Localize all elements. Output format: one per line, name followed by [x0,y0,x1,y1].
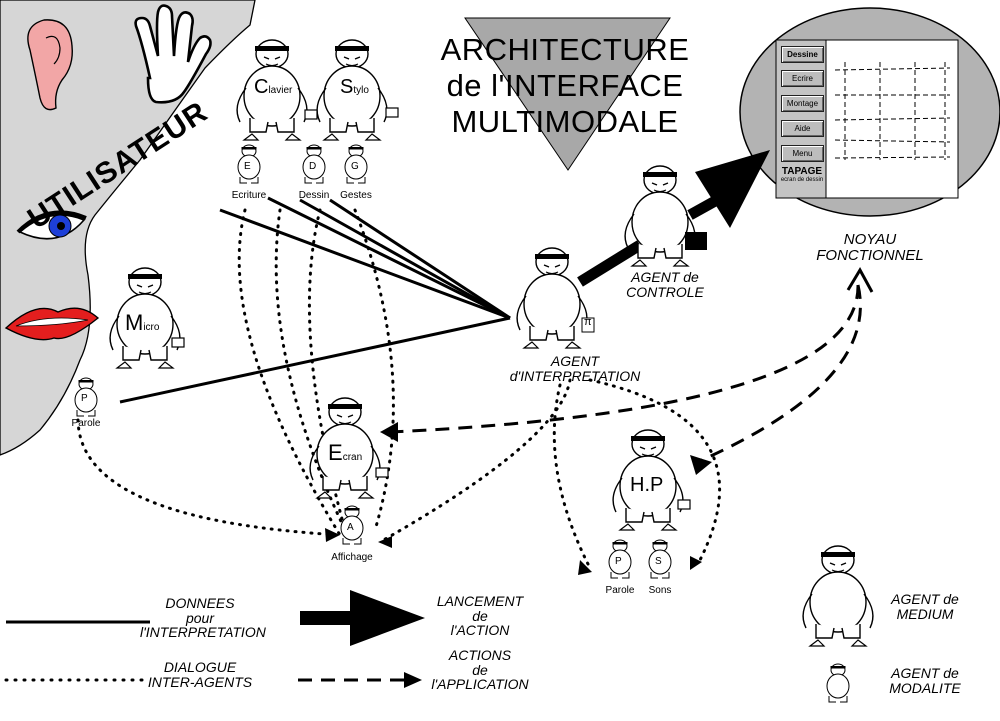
mouth-icon [4,307,100,341]
hp-letter: H.P [630,474,664,496]
page-title: ARCHITECTURE de l'INTERFACE MULTIMODALE [400,32,730,140]
action-lines [389,284,862,462]
hand-icon [134,4,212,104]
title-line-2: de l'INTERFACE [446,68,684,103]
data-lines [119,196,511,404]
agent-interpretation [516,247,588,349]
parole-in-letter: P [81,393,88,404]
legend-lancement: LANCEMENT de l'ACTION [436,593,524,639]
gestes-letter: G [351,161,359,172]
dessin-letter: D [309,161,317,172]
launch-arrow [577,150,770,287]
legend-medium-agent [802,545,874,647]
ecran-letter: Ecran [328,440,363,465]
title-triangle [464,17,671,171]
screen-tapage: TAPAGE ecran de dessin [780,166,824,183]
user-silhouette [0,0,256,456]
screen-button-dessine: Dessine [781,46,824,63]
parole-in-label: Parole [71,418,101,429]
legend-actions: ACTIONS de l'APPLICATION [431,647,529,693]
screen-button-menu: Menu [781,145,824,162]
noyau-grid [834,62,951,160]
affichage-letter: A [347,522,354,533]
eye-icon [16,210,87,240]
controle-label: AGENT de CONTROLE [626,269,704,300]
noyau-label: NOYAU FONCTIONNEL [816,231,924,264]
dessin-label: Dessin [298,190,330,201]
legend-dashed-arrow [298,672,422,688]
legend-agent-modalite: AGENT de MODALITE [889,665,961,696]
legend-dialogue: DIALOGUE INTER-AGENTS [147,659,253,690]
ear-icon [27,19,73,111]
parole-out-letter: P [615,556,622,567]
title-line-1: ARCHITECTURE [440,32,690,67]
pi-symbol: π [584,316,592,328]
legend-donnees: DONNEES pour l'INTERPRETATION [140,595,266,641]
interpretation-label: AGENT d'INTERPRETATION [509,353,641,384]
legend-modality-agent [826,663,850,703]
legend-agent-medium: AGENT de MEDIUM [891,591,959,622]
screen-button-montage: Montage [781,95,824,112]
ecriture-label: Ecriture [231,190,267,201]
sons-letter: S [655,556,662,567]
clavier-letter: Clavier [254,76,293,98]
title-line-3: MULTIMODALE [451,104,679,139]
legend-launch-arrow [300,590,425,646]
affichage-label: Affichage [331,552,373,563]
gestes-label: Gestes [340,190,372,201]
screen-button-ecrire: Ecrire [781,70,824,87]
screen-button-aide: Aide [781,120,824,137]
sons-label: Sons [648,585,672,596]
ecriture-letter: E [244,161,251,172]
parole-out-label: Parole [605,585,635,596]
stylo-letter: Stylo [340,76,369,98]
micro-letter: Micro [125,310,160,335]
